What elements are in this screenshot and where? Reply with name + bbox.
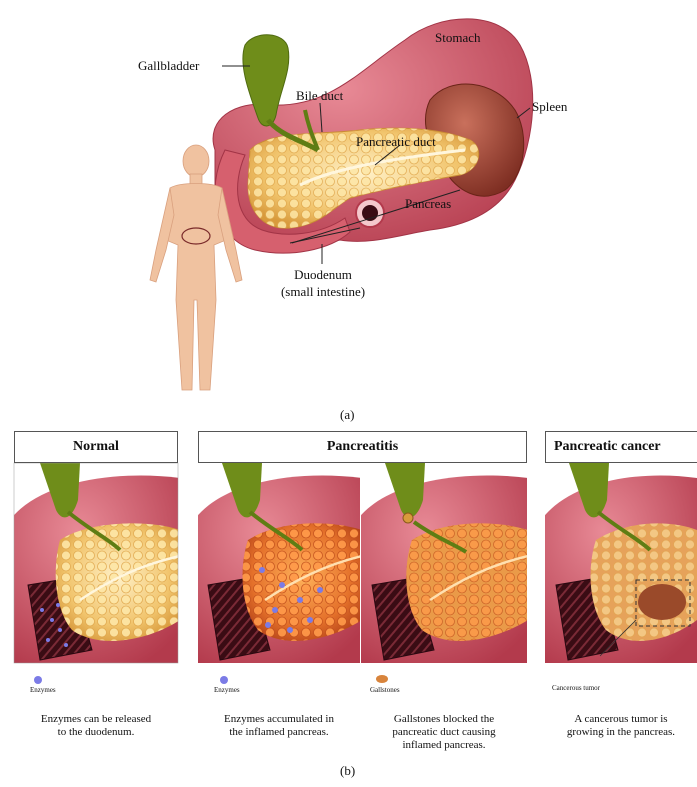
label-spleen: Spleen — [532, 99, 567, 115]
caption-normal: Enzymes can be released to the duodenum. — [14, 713, 178, 739]
caption-cancer: A cancerous tumor is growing in the panc… — [545, 713, 697, 739]
label-bile-duct: Bile duct — [296, 88, 343, 104]
label-small-intestine: (small intestine) — [281, 284, 365, 300]
panel-title-normal: Normal — [14, 431, 178, 463]
label-pancreatic-duct: Pancreatic duct — [356, 134, 436, 150]
panel-title-pancreatitis: Pancreatitis — [198, 431, 527, 463]
caption-normal-line1: Enzymes can be released — [14, 713, 178, 726]
legend-enzymes: Enzymes — [30, 686, 56, 694]
panel-pancreatitis-gallstones-illustration — [357, 463, 528, 663]
panel-title-cancer: Pancreatic cancer — [545, 431, 697, 463]
label-gallbladder: Gallbladder — [138, 58, 199, 74]
caption-cancer-line1: A cancerous tumor is — [545, 713, 697, 726]
label-pancreas: Pancreas — [405, 196, 451, 212]
enzyme-legend-icon — [34, 676, 42, 684]
legend-enzymes-2: Enzymes — [214, 686, 240, 694]
caption-gallstones-line3: inflamed pancreas. — [361, 739, 527, 752]
caption-pancreatitis-enzymes: Enzymes accumulated in the inflamed panc… — [198, 713, 360, 739]
caption-normal-line2: to the duodenum. — [14, 726, 178, 739]
caption-pancreatitis-gallstones: Gallstones blocked the pancreatic duct c… — [361, 713, 527, 752]
caption-a: (a) — [340, 407, 354, 423]
caption-cancer-line2: growing in the pancreas. — [545, 726, 697, 739]
panel-cancer-illustration — [541, 463, 697, 663]
legend-gallstones: Gallstones — [370, 686, 400, 694]
caption-gallstones-line1: Gallstones blocked the — [361, 713, 527, 726]
caption-pancreatitis-line1: Enzymes accumulated in — [198, 713, 360, 726]
caption-b: (b) — [340, 763, 355, 779]
gallstone-legend-icon — [376, 675, 388, 683]
caption-pancreatitis-line2: the inflamed pancreas. — [198, 726, 360, 739]
enzyme-legend-icon-2 — [220, 676, 228, 684]
label-duodenum: Duodenum — [294, 267, 352, 283]
caption-gallstones-line2: pancreatic duct causing — [361, 726, 527, 739]
legend-cancerous-tumor: Cancerous tumor — [552, 684, 600, 692]
panel-pancreatitis-enzymes-illustration — [194, 463, 362, 663]
label-stomach: Stomach — [435, 30, 481, 46]
panel-normal-illustration — [10, 463, 180, 663]
